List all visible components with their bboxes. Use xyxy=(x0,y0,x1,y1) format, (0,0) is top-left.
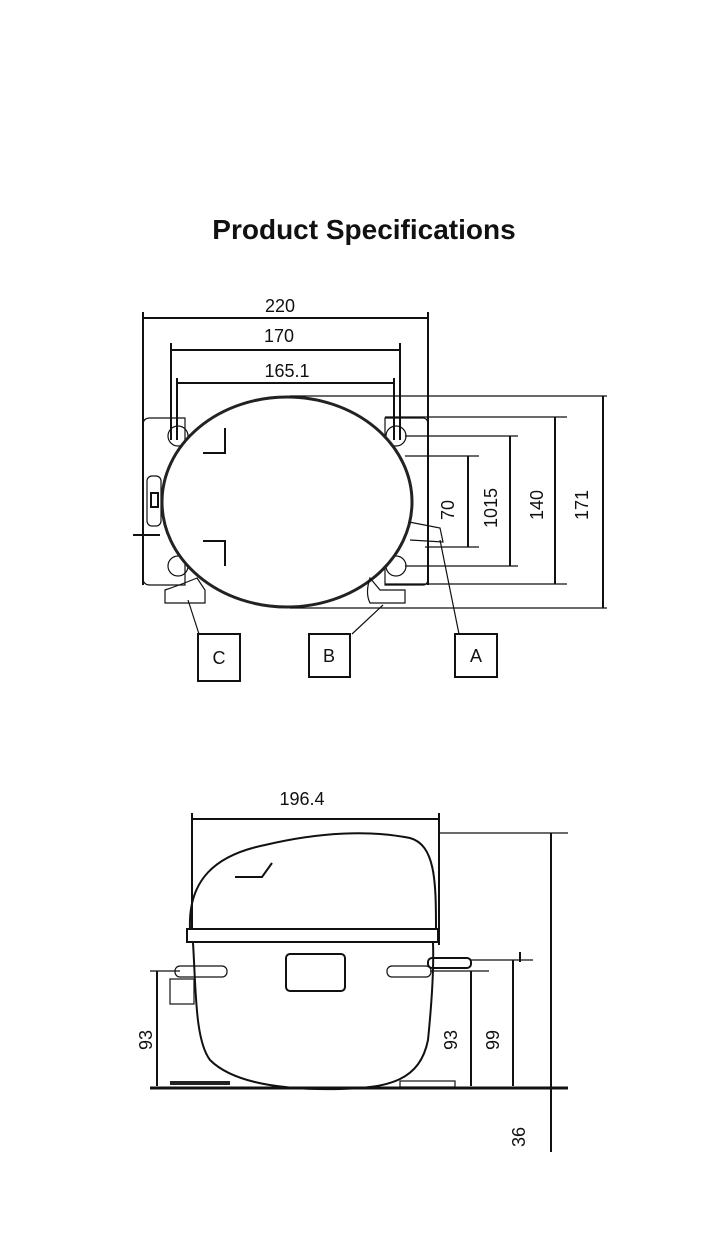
callout-b-label: B xyxy=(323,646,335,666)
dim-165-1: 165.1 xyxy=(176,361,395,440)
shell-band xyxy=(186,928,439,943)
callout-c: C xyxy=(197,633,241,682)
dim-right-93: 93 xyxy=(430,970,489,1086)
callout-b: B xyxy=(308,633,351,678)
dim-label-36: 36 xyxy=(509,1127,529,1147)
dim-label-220: 220 xyxy=(265,296,295,316)
page-title: Product Specifications xyxy=(212,214,516,245)
dim-label-196-4: 196.4 xyxy=(279,789,324,809)
dim-171: 171 xyxy=(290,395,607,609)
dim-label-1015: 1015 xyxy=(481,488,501,528)
port-tube xyxy=(427,957,472,969)
top-view: 220 170 165.1 xyxy=(133,296,607,682)
dim-label-right-93: 93 xyxy=(441,1030,461,1050)
dim-170: 170 xyxy=(170,326,401,440)
side-view: 196.4 93 93 99 xyxy=(136,789,568,1152)
dim-140: 140 xyxy=(385,416,567,585)
compressor-lower-body xyxy=(192,942,435,1091)
dim-label-171: 171 xyxy=(572,490,592,520)
dim-label-170: 170 xyxy=(264,326,294,346)
dim-label-left-93: 93 xyxy=(136,1030,156,1050)
compressor-shell-top xyxy=(160,395,414,609)
dim-label-140: 140 xyxy=(527,490,547,520)
dim-left-93: 93 xyxy=(136,970,180,1086)
callout-c-label: C xyxy=(213,648,226,668)
dim-70: 70 xyxy=(405,455,479,548)
compressor-dome xyxy=(188,832,437,930)
left-mount-plate xyxy=(142,417,186,586)
dim-36: 36 xyxy=(150,832,568,1152)
right-tube xyxy=(386,965,432,978)
right-mount-plate xyxy=(384,417,429,586)
name-plate xyxy=(285,953,346,992)
dim-label-70: 70 xyxy=(438,500,458,520)
dim-99: 99 xyxy=(470,952,533,1086)
callout-a: A xyxy=(454,633,498,678)
callout-a-label: A xyxy=(470,646,482,666)
dim-1015: 1015 xyxy=(405,435,518,567)
dim-196-4: 196.4 xyxy=(191,789,440,945)
dim-label-99: 99 xyxy=(483,1030,503,1050)
dim-label-165-1: 165.1 xyxy=(264,361,309,381)
left-tube xyxy=(174,965,228,978)
terminal-box xyxy=(169,978,195,1005)
